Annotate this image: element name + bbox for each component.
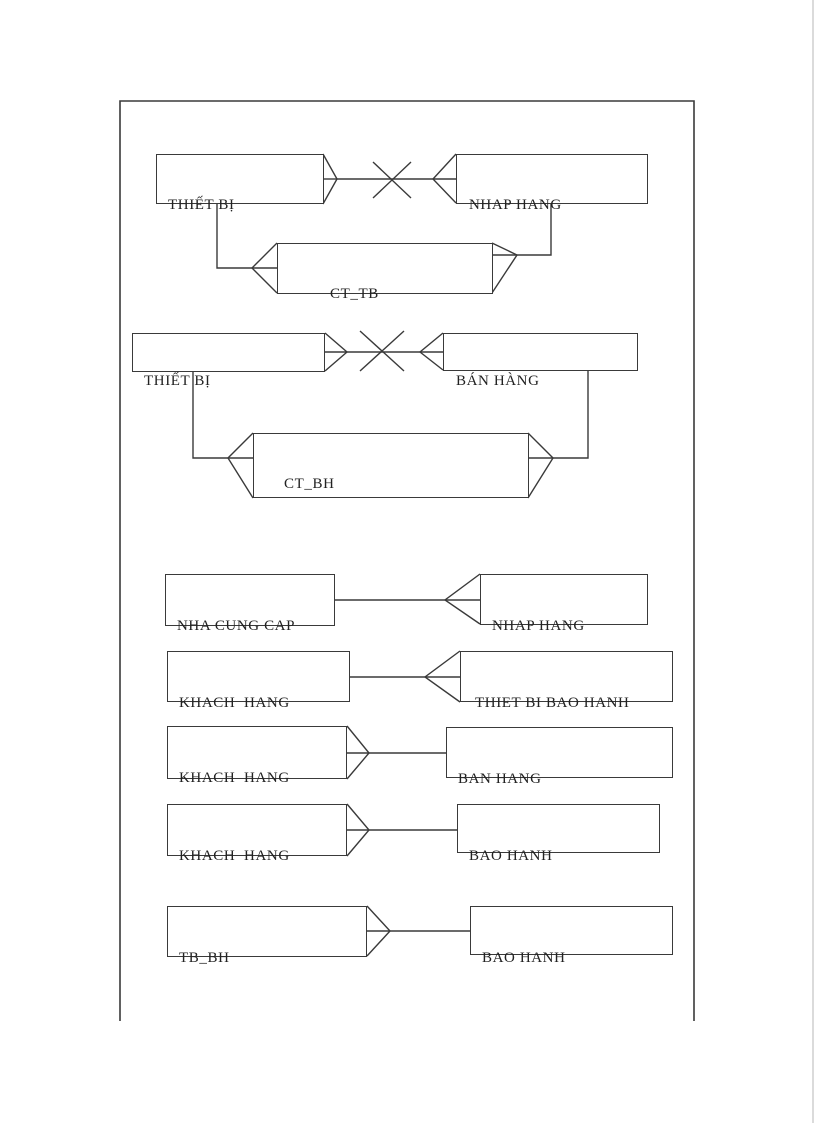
entity-khach-hang-1: KHACH HANG: [167, 651, 350, 711]
pair3-line: [346, 725, 446, 780]
page-frame: [119, 100, 695, 1021]
entity-label: NHA CUNG CAP: [177, 618, 296, 634]
entity-label: BÁN HÀNG: [456, 373, 540, 389]
crowfoot-icon: [227, 432, 254, 499]
cross-out-icon: [359, 330, 405, 372]
entity-nhap-hang-1: NHAP HANG: [456, 154, 648, 213]
entity-label: NHAP HANG: [492, 618, 585, 634]
relation-ct-bh: CT_BH: [253, 433, 529, 498]
entity-ban-hang: BAN HANG: [446, 727, 673, 787]
entity-label: KHACH HANG: [179, 848, 290, 864]
entity-ban-hang-accent: BÁN HÀNG: [443, 333, 638, 389]
pair2-line: [350, 650, 461, 703]
entity-label: TB_BH: [179, 950, 230, 966]
entity-nha-cung-cap: NHA CUNG CAP: [165, 574, 335, 634]
entity-thiet-bi-1: THIẾT BỊ: [156, 154, 324, 213]
relation-label: CT_TB: [330, 286, 379, 302]
crowfoot-icon: [527, 432, 554, 499]
entity-bao-hanh-2: BAO HANH: [470, 906, 673, 966]
relation2-many-line: [324, 330, 444, 372]
entity-label: NHAP HANG: [469, 197, 562, 213]
entity-label: KHACH HANG: [179, 695, 290, 711]
entity-thiet-bi-bao-hanh: THIET BI BAO HANH: [460, 651, 673, 711]
entity-nhap-hang-2: NHAP HANG: [480, 574, 648, 634]
crowfoot-icon: [443, 573, 481, 625]
relation-ct-tb: CT_TB: [277, 243, 493, 302]
cross-out-icon: [372, 161, 412, 199]
entity-label: BAN HANG: [458, 771, 542, 787]
pair5-line: [366, 905, 470, 957]
entity-label: BAO HANH: [482, 950, 566, 966]
entity-khach-hang-3: KHACH HANG: [167, 804, 347, 864]
entity-label: THIẾT BỊ: [144, 373, 211, 389]
entity-khach-hang-2: KHACH HANG: [167, 726, 347, 786]
entity-bao-hanh-1: BAO HANH: [457, 804, 660, 864]
entity-label: BAO HANH: [469, 848, 553, 864]
pair4-line: [346, 803, 457, 857]
relation-label: CT_BH: [284, 476, 335, 492]
crowfoot-icon: [491, 242, 519, 294]
entity-label: THIẾT BỊ: [168, 197, 235, 213]
entity-thiet-bi-2: THIẾT BỊ: [132, 333, 325, 389]
entity-tb-bh: TB_BH: [167, 906, 367, 966]
relation2-resolver-lines: [192, 371, 589, 499]
entity-label: KHACH HANG: [179, 770, 290, 786]
pair1-line: [334, 573, 481, 625]
relation1-many-line: [322, 153, 457, 205]
relation1-resolver-lines: [216, 203, 552, 294]
entity-label: THIET BI BAO HANH: [475, 695, 630, 711]
